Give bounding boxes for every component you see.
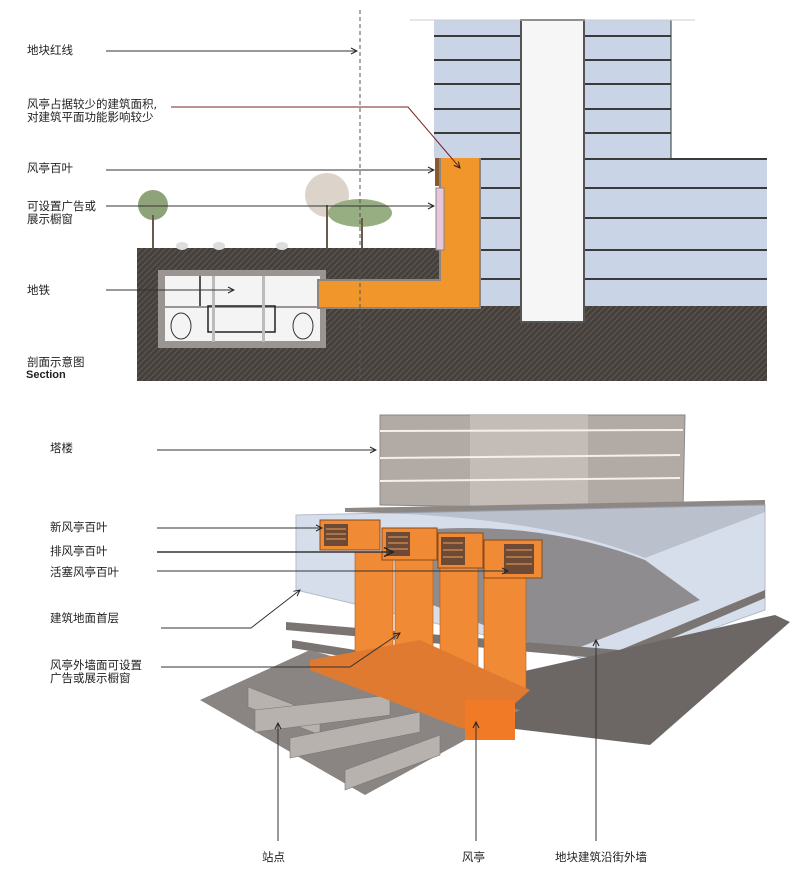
train-icon [170, 312, 192, 340]
label-ground-floor: 建筑地面首层 [50, 611, 119, 625]
axon-diagram [157, 414, 790, 841]
kiosk-front [465, 700, 515, 740]
floor-slab [286, 590, 765, 660]
label-subway: 地铁 [27, 283, 50, 297]
label-piston-louver: 活塞风亭百叶 [50, 565, 119, 579]
label-kiosk-area-2: 对建筑平面功能影响较少 [27, 110, 154, 124]
label-red-line: 地块红线 [27, 43, 73, 57]
label-kiosk-area-1: 风亭占据较少的建筑面积, [27, 97, 158, 111]
section-diagram [106, 10, 767, 381]
station-platform [200, 650, 520, 795]
label-louver: 风亭百叶 [27, 161, 73, 175]
podium-left [481, 158, 520, 306]
kiosk-shaft [483, 571, 527, 693]
label-exhaust-louver: 排风亭百叶 [50, 544, 108, 558]
label-wall-ad-1: 风亭外墙面可设置 [50, 658, 142, 672]
podium-right [585, 158, 767, 306]
label-fresh-air-louver: 新风亭百叶 [50, 520, 108, 534]
tree-icon [305, 173, 392, 248]
car-icon [213, 242, 225, 250]
label-wall-ad-2: 广告或展示橱窗 [50, 671, 131, 685]
car-icon [276, 242, 288, 250]
tower-upper-left [434, 20, 520, 158]
section-caption-cn: 剖面示意图 [27, 355, 85, 369]
label-street-wall: 地块建筑沿街外墙 [555, 850, 647, 864]
louver-grille [435, 158, 439, 186]
label-station: 站点 [262, 850, 285, 864]
label-ad-2: 展示橱窗 [27, 212, 73, 226]
tower-core [520, 19, 585, 323]
tree-icon [138, 190, 168, 248]
label-ad-1: 可设置广告或 [27, 199, 96, 213]
label-tower: 塔楼 [50, 441, 73, 455]
tower-upper-right [585, 20, 671, 158]
car-icon [176, 242, 188, 250]
label-kiosk: 风亭 [462, 850, 485, 864]
ad-panel [435, 187, 445, 251]
train-icon [292, 312, 314, 340]
street-slab [440, 615, 790, 745]
section-caption-en: Section [26, 369, 66, 381]
